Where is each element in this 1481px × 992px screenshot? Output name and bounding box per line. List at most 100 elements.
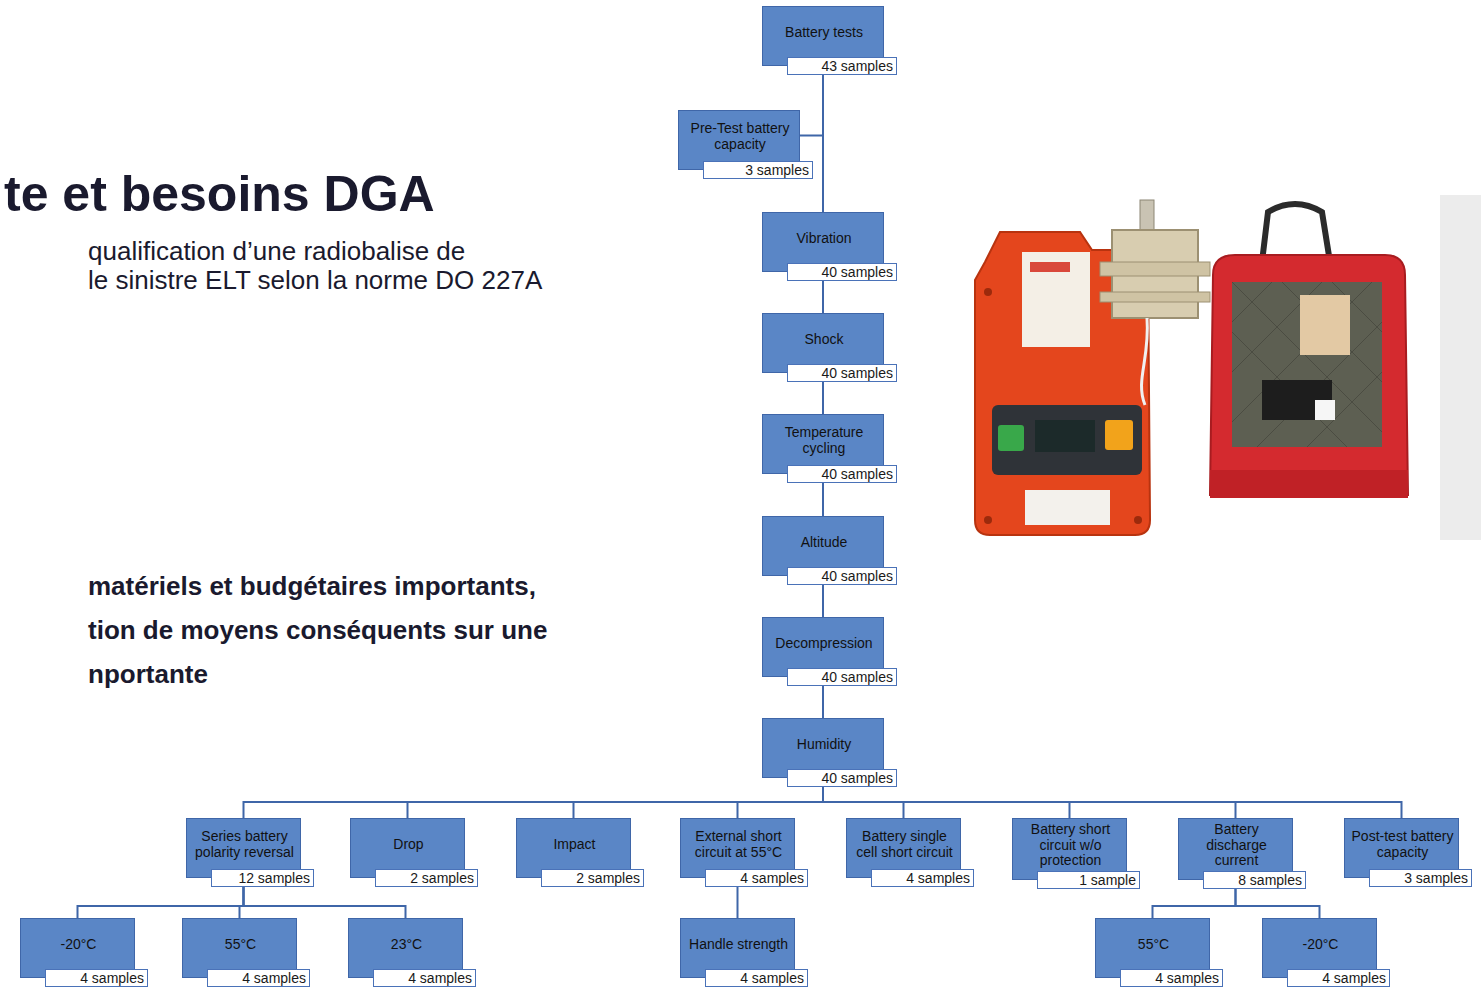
sample-count-box: 40 samples	[787, 263, 897, 281]
test-name: Battery single cell short circuit	[851, 829, 958, 860]
tree-connector	[408, 787, 824, 818]
test-node: Temperature cycling 40 samples	[762, 414, 897, 483]
elt-logo-patch	[1030, 262, 1070, 272]
slide-text: nportante	[88, 660, 673, 690]
tree-connector	[240, 887, 244, 918]
test-node: Post-test battery capacity 3 samples	[1344, 818, 1472, 887]
tree-connector	[823, 787, 904, 818]
carry-bag	[1210, 255, 1408, 495]
sample-count: 4 samples	[740, 870, 804, 886]
text-block: matériels et budgétaires importants,	[88, 572, 673, 602]
test-name: Shock	[805, 332, 844, 347]
tree-connector	[822, 281, 824, 313]
tree-connector	[823, 787, 1236, 818]
tree-connector	[1236, 889, 1320, 918]
test-node: -20°C 4 samples	[1262, 918, 1390, 987]
sample-count-box: 40 samples	[787, 567, 897, 585]
bag-handle	[1262, 204, 1330, 262]
test-name: Impact	[553, 837, 595, 852]
tree-connector	[822, 686, 824, 718]
slide-title: te et besoins DGA	[4, 166, 664, 224]
antenna-connector	[1140, 200, 1154, 240]
sample-count-box: 40 samples	[787, 364, 897, 382]
bracket-strap	[1100, 292, 1210, 302]
sample-count: 12 samples	[238, 870, 310, 886]
sample-count: 2 samples	[576, 870, 640, 886]
sample-count-box: 3 samples	[1369, 869, 1472, 887]
slide-text: tion de moyens conséquents sur une	[88, 616, 673, 646]
test-node: Battery short circuit w/o protection 1 sa…	[1012, 818, 1140, 889]
bag-base	[1210, 470, 1408, 498]
sample-count: 3 samples	[1404, 870, 1468, 886]
test-name: Battery short circuit w/o protection	[1017, 822, 1124, 868]
sample-count-box: 4 samples	[871, 869, 974, 887]
test-name: 55°C	[1138, 937, 1169, 952]
sample-count: 4 samples	[1155, 970, 1219, 986]
test-name: Temperature cycling	[767, 425, 881, 456]
test-name: Handle strength	[689, 937, 788, 952]
stowed-card	[1315, 400, 1335, 420]
test-node: 23°C 4 samples	[348, 918, 476, 987]
sample-count: 3 samples	[745, 162, 809, 178]
slide-text: matériels et budgétaires importants,	[88, 572, 673, 602]
sample-count: 8 samples	[1238, 872, 1302, 888]
test-node: Impact 2 samples	[516, 818, 644, 887]
test-name: 23°C	[391, 937, 422, 952]
sample-count: 4 samples	[80, 970, 144, 986]
test-name: -20°C	[1303, 937, 1339, 952]
test-node: Battery single cell short circuit 4 sampl…	[846, 818, 974, 887]
elt-screw	[984, 516, 992, 524]
sample-count-box: 40 samples	[787, 668, 897, 686]
bracket-strap	[1100, 262, 1210, 276]
test-node: 55°C 4 samples	[1095, 918, 1223, 987]
tree-connector	[1153, 889, 1236, 918]
sample-count-box: 12 samples	[211, 869, 314, 887]
test-node: Decompression40 samples	[762, 617, 897, 686]
test-name: Pre-Test battery capacity	[683, 121, 797, 152]
sample-count: 1 sample	[1079, 872, 1136, 888]
bag-interior	[1232, 282, 1382, 447]
test-name: Vibration	[796, 231, 851, 246]
sample-count: 4 samples	[1322, 970, 1386, 986]
tree-connector	[822, 382, 824, 414]
sample-count-box: 3 samples	[703, 161, 813, 179]
test-name: Humidity	[797, 737, 851, 752]
test-name: -20°C	[61, 937, 97, 952]
test-node: Pre-Test battery capacity 3 samples	[678, 110, 813, 179]
photo-backdrop	[1440, 195, 1481, 540]
tree-connector	[737, 887, 739, 918]
text-block: le sinistre ELT selon la norme DO 227A	[88, 266, 673, 296]
elt-display	[1035, 420, 1095, 452]
antenna-cable	[1142, 318, 1148, 405]
sample-count-box: 43 samples	[787, 57, 897, 75]
sample-count: 40 samples	[821, 365, 893, 381]
test-node: External short circuit at 55°C 4 samples	[680, 818, 808, 887]
sample-count: 40 samples	[821, 669, 893, 685]
test-node: Drop 2 samples	[350, 818, 478, 887]
test-name: External short circuit at 55°C	[685, 829, 792, 860]
sample-count-box: 4 samples	[207, 969, 310, 987]
mounting-bracket	[1112, 230, 1198, 318]
sample-count: 40 samples	[821, 568, 893, 584]
sample-count-box: 4 samples	[373, 969, 476, 987]
test-node: -20°C 4 samples	[20, 918, 148, 987]
sample-count-box: 40 samples	[787, 465, 897, 483]
tree-connector	[574, 787, 824, 818]
tree-connector	[78, 887, 244, 918]
test-name: Post-test battery capacity	[1349, 829, 1456, 860]
sample-count: 40 samples	[821, 770, 893, 786]
elt-id-label	[1025, 490, 1110, 525]
sample-count-box: 4 samples	[1120, 969, 1223, 987]
tree-connector	[822, 75, 824, 212]
text-block: qualification d’une radiobalise de	[88, 237, 673, 267]
test-node: Humidity 40 samples	[762, 718, 897, 787]
elt-test-button	[1105, 420, 1133, 450]
sample-count: 2 samples	[410, 870, 474, 886]
sample-count: 4 samples	[242, 970, 306, 986]
test-name: Drop	[393, 837, 423, 852]
slide-text: le sinistre ELT selon la norme DO 227A	[88, 266, 673, 296]
sample-count: 4 samples	[740, 970, 804, 986]
elt-screw	[984, 288, 992, 296]
sample-count-box: 4 samples	[1287, 969, 1390, 987]
sample-count-box: 4 samples	[705, 869, 808, 887]
